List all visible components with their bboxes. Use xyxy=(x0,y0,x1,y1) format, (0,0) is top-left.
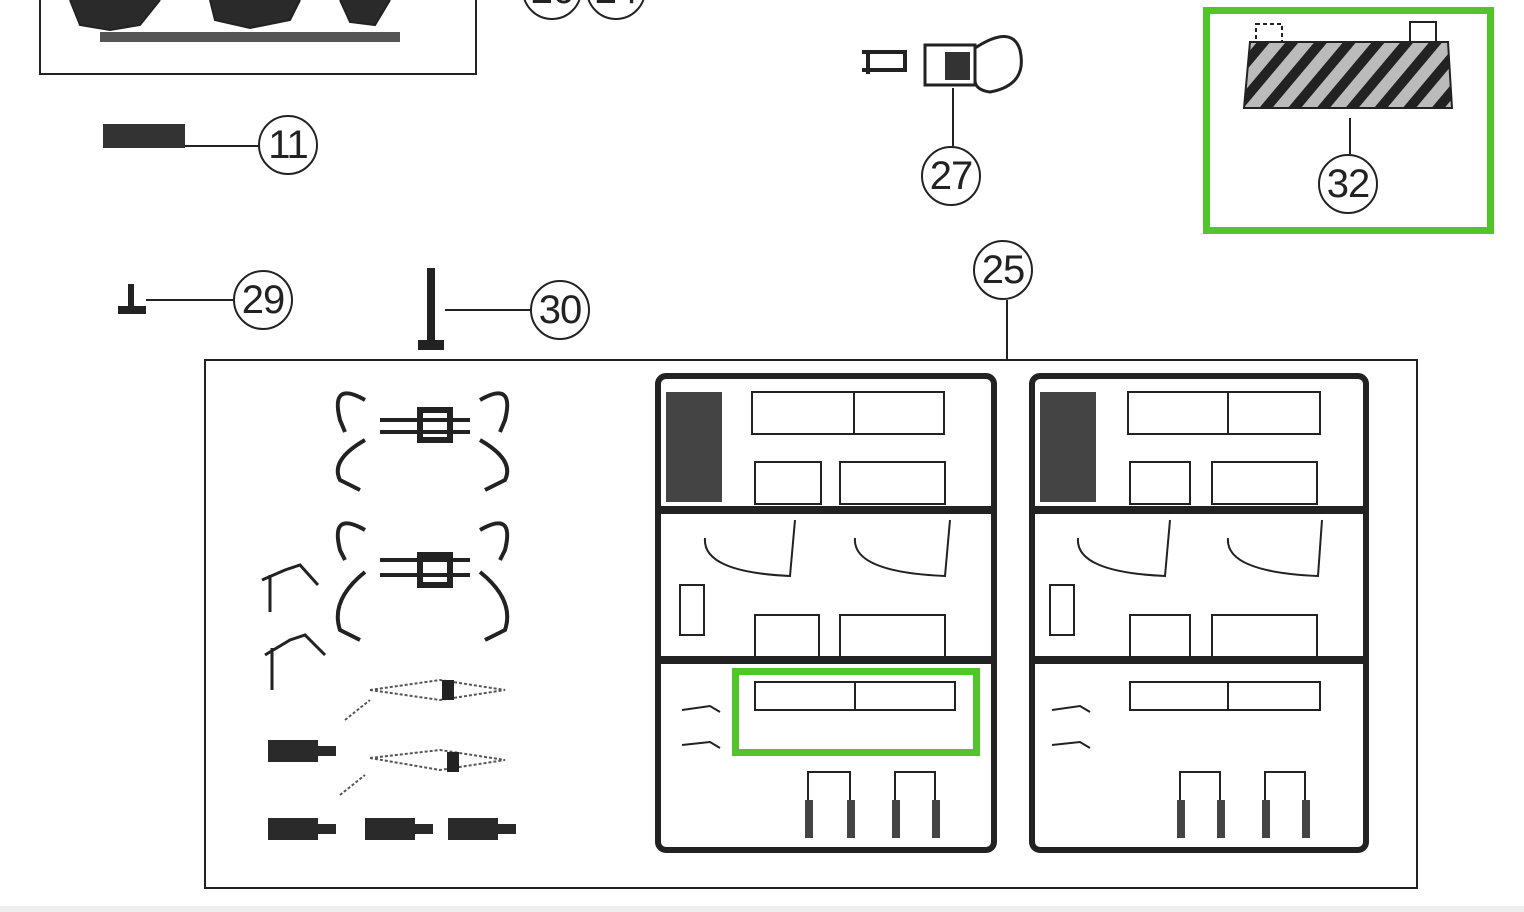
highlight-sprue-piece xyxy=(732,668,980,756)
highlight-part-32 xyxy=(1203,7,1494,234)
top-left-part-box xyxy=(39,0,477,75)
part-32 xyxy=(1242,21,1454,154)
bottom-edge xyxy=(0,906,1524,912)
lever-parts xyxy=(261,563,327,690)
callout-29: 29 xyxy=(233,270,293,330)
pantograph-parts xyxy=(339,678,506,796)
callout-11: 11 xyxy=(258,115,318,175)
sprue-frame-left xyxy=(655,373,997,853)
part-27 xyxy=(862,35,1023,146)
sprue-box-25 xyxy=(204,359,1418,889)
clip-parts xyxy=(335,391,510,642)
callout-25: 25 xyxy=(973,240,1033,300)
sprue-frame-right xyxy=(1029,373,1369,853)
part-11 xyxy=(103,124,258,148)
callout-27: 27 xyxy=(921,146,981,206)
part-29 xyxy=(118,284,233,314)
callout-32: 32 xyxy=(1318,154,1378,214)
callout-30: 30 xyxy=(530,280,590,340)
plunger-parts xyxy=(268,740,516,840)
part-30 xyxy=(418,268,530,350)
